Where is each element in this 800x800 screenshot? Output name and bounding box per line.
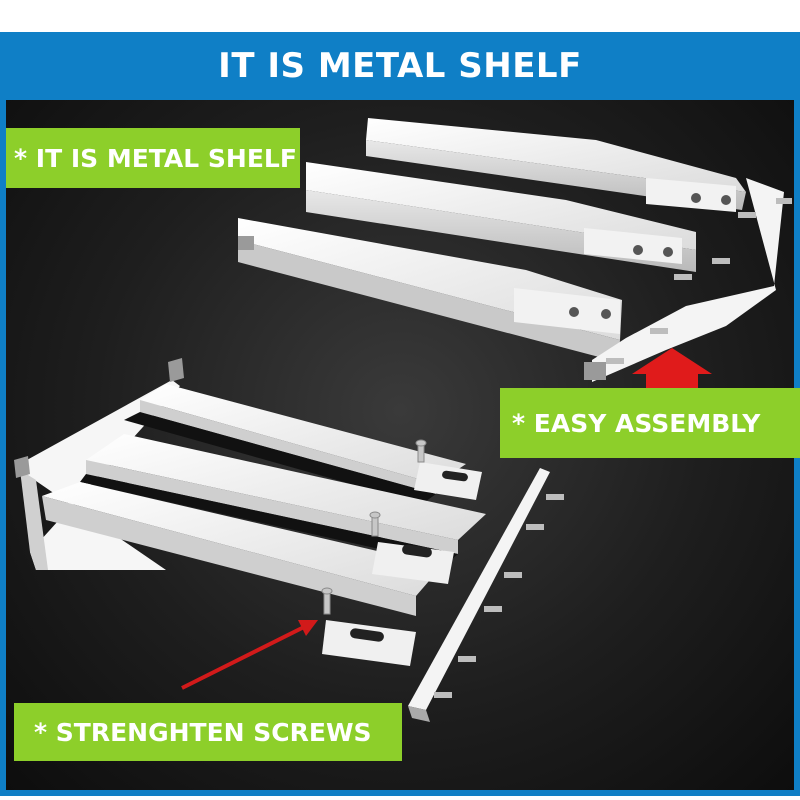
callout-easy-assembly: * EASY ASSEMBLY — [500, 388, 800, 458]
lower-shelf — [14, 358, 564, 722]
page-title: IT IS METAL SHELF — [218, 46, 582, 86]
upper-shelf — [238, 118, 792, 382]
callout-strengthen-screws: * STRENGHTEN SCREWS — [14, 703, 402, 761]
shelf-illustration — [14, 118, 792, 722]
red-up-arrow — [632, 348, 712, 394]
callout-metal-shelf: * IT IS METAL SHELF — [6, 128, 300, 188]
